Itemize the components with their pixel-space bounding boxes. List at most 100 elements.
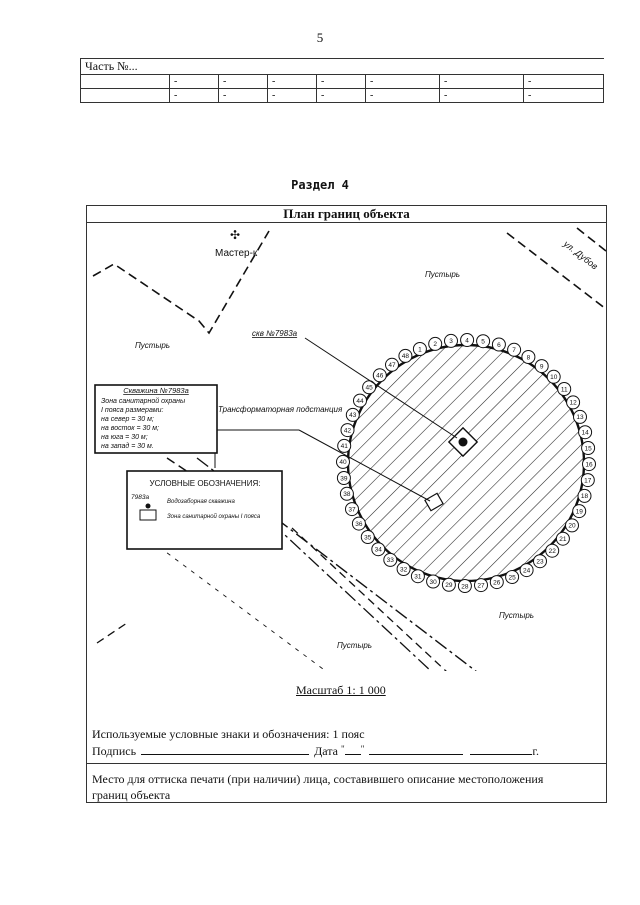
- boundary-point-marker: [444, 333, 458, 348]
- boundary-point-marker: [545, 543, 560, 558]
- boundary-point-label: 26: [493, 579, 501, 586]
- master-label: Мастер-к: [215, 248, 258, 259]
- boundary-point-marker: [533, 554, 547, 569]
- legend-zone-symbol: [139, 509, 157, 521]
- boundary-point-label: 24: [523, 567, 531, 574]
- boundary-point-marker: [398, 348, 413, 363]
- boundary-point-marker: [489, 575, 504, 590]
- legend-zone-label: Зона санитарной охраны I пояса: [167, 513, 261, 520]
- info-box-line: I пояса размерами:: [101, 407, 164, 414]
- boundary-point-label: 27: [477, 582, 485, 589]
- boundary-point-label: 14: [581, 430, 589, 437]
- table-row: - - - - - - -: [80, 88, 604, 103]
- boundary-point-label: 17: [584, 477, 592, 484]
- date-close-quote: ": [360, 744, 365, 754]
- boundary-point-marker: [534, 359, 549, 374]
- table-cell: -: [523, 74, 604, 89]
- wasteland-label: Пустырь: [425, 270, 460, 279]
- section-title: Раздел 4: [291, 178, 349, 192]
- boundary-point-marker: [565, 518, 579, 533]
- boundary-point-label: 25: [508, 574, 516, 581]
- boundary-point-marker: [385, 357, 399, 372]
- table-cell: -: [316, 74, 366, 89]
- date-open-quote: ": [341, 744, 345, 754]
- table-cell: -: [439, 74, 524, 89]
- road-edge: [506, 232, 606, 310]
- boundary-point-marker: [336, 454, 350, 469]
- info-box-line: на запад = 30 м.: [101, 442, 154, 450]
- table-cell: -: [267, 88, 317, 103]
- month-blank: [369, 754, 464, 755]
- boundary-point-label: 35: [364, 534, 372, 541]
- boundary-point-marker: [521, 350, 536, 364]
- boundary-point-marker: [412, 342, 427, 356]
- wasteland-label: Пустырь: [337, 641, 372, 650]
- boundary-point-label: 2: [433, 341, 437, 348]
- boundary-point-marker: [460, 333, 475, 347]
- boundary-point-label: 8: [527, 354, 531, 361]
- legend-well-label: Водозаборная скважина: [167, 499, 235, 505]
- boundary-point-label: 43: [349, 412, 357, 419]
- boundary-point-label: 34: [375, 547, 383, 554]
- boundary-point-label: 30: [429, 579, 437, 586]
- table-row: - - - - - - -: [80, 74, 604, 89]
- boundary-point-label: 42: [344, 427, 352, 434]
- boundary-point-marker: [383, 552, 398, 567]
- boundary-point-marker: [581, 441, 596, 455]
- parts-table: Часть №... - - - - - - - - - - - - - -: [80, 58, 604, 103]
- boundary-point-marker: [410, 569, 425, 584]
- boundary-point-label: 38: [343, 491, 351, 498]
- boundary-point-label: 19: [576, 508, 584, 515]
- boundary-point-marker: [336, 471, 351, 485]
- boundary-point-marker: [339, 486, 354, 501]
- boundary-point-label: 13: [576, 414, 584, 421]
- boundary-point-label: 36: [355, 521, 363, 528]
- signature-blank: [141, 754, 310, 755]
- boundary-point-marker: [476, 334, 491, 349]
- boundary-point-marker: [337, 438, 352, 453]
- boundary-point-label: 48: [402, 353, 410, 360]
- wasteland-label: Пустырь: [499, 611, 534, 620]
- boundary-point-label: 3: [449, 338, 453, 345]
- year-blank: [470, 754, 533, 755]
- boundary-point-marker: [441, 577, 456, 592]
- scale-label: Масштаб 1: 1 000: [296, 683, 386, 697]
- substation-marker: [424, 492, 444, 512]
- boundary-point-marker: [491, 337, 506, 352]
- well-marker-dot: [458, 437, 468, 447]
- boundary-point-label: 40: [339, 459, 347, 466]
- well-leader-line: [304, 337, 458, 439]
- stamp-line: границ объекта: [92, 788, 171, 802]
- legend-well-symbol: [145, 503, 151, 509]
- substation-leader-line: [298, 429, 431, 502]
- info-box-line: на юга = 30 м;: [101, 434, 148, 441]
- boundary-point-marker: [457, 579, 472, 593]
- boundary-point-marker: [557, 382, 572, 396]
- boundary-point-marker: [360, 530, 375, 544]
- boundary-point-label: 15: [584, 445, 592, 452]
- wasteland-label: Пустырь: [135, 341, 170, 350]
- boundary-point-label: 4: [465, 337, 469, 344]
- date-label: Дата: [314, 744, 338, 758]
- street-label: ул. Дубов: [561, 238, 600, 272]
- table-cell: -: [365, 74, 440, 89]
- well-info-box: Скважина №7983а Зона санитарной охраны I…: [94, 384, 218, 454]
- table-cell: -: [523, 88, 604, 103]
- table-cell: -: [365, 88, 440, 103]
- parts-table-header: Часть №...: [80, 58, 604, 75]
- boundary-point-label: 22: [549, 548, 557, 555]
- signature-label: Подпись: [92, 744, 137, 758]
- table-cell: -: [169, 74, 219, 89]
- boundary-point-label: 16: [585, 461, 593, 468]
- road-edge: [576, 227, 606, 252]
- table-cell: -: [218, 88, 268, 103]
- boundary-point-label: 18: [581, 493, 589, 500]
- boundary-point-label: 32: [400, 566, 408, 573]
- boundary-point-label: 7: [512, 347, 516, 354]
- info-box-line: Зона санитарной охраны: [101, 397, 186, 405]
- boundary-point-marker: [519, 563, 534, 578]
- building-outline: [92, 230, 270, 335]
- table-cell: -: [439, 88, 524, 103]
